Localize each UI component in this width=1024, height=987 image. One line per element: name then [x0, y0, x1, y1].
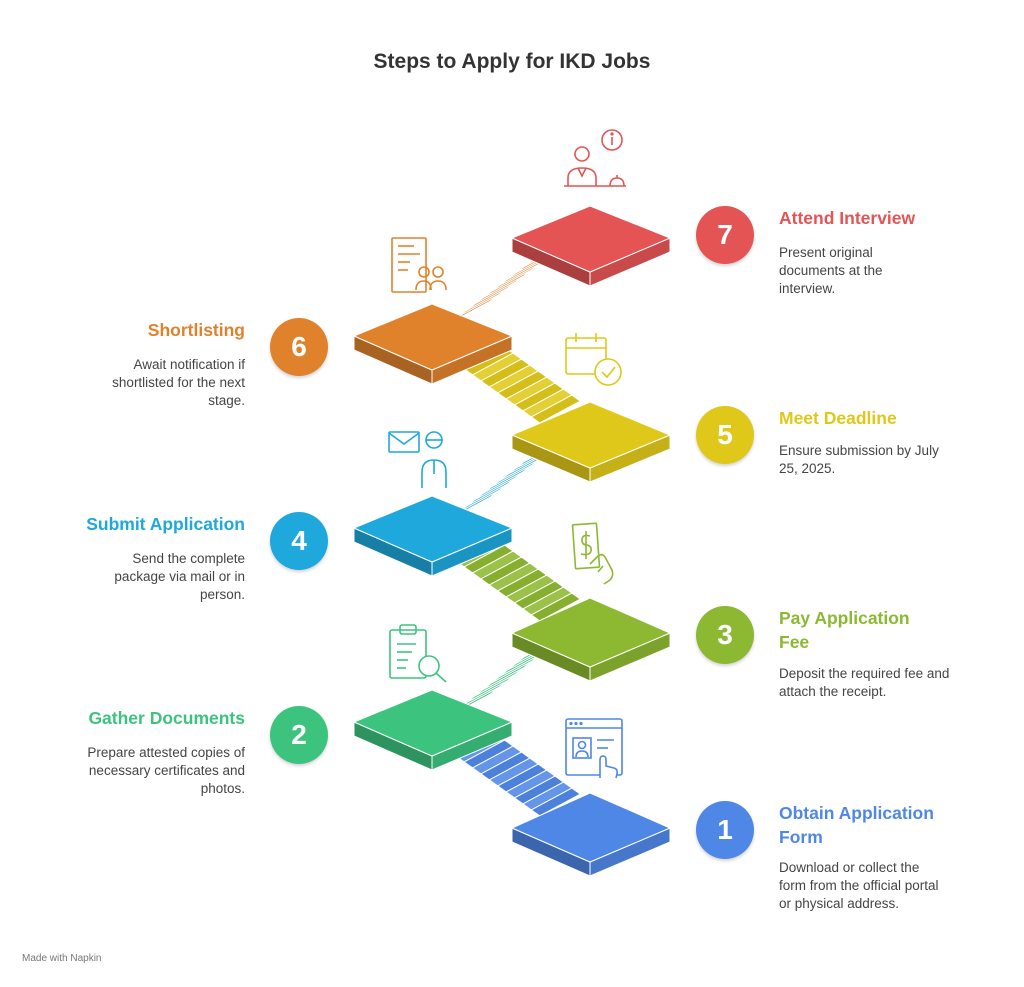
step-1-title: Obtain Application Form	[779, 803, 934, 847]
hand-money-icon	[571, 522, 614, 585]
step-4-badge: 4	[270, 512, 328, 570]
step-6-desc: Await notification if shortlisted for th…	[112, 357, 245, 408]
platform-7-top	[511, 205, 671, 273]
clipboard-search-icon	[389, 624, 447, 683]
step-7-desc: Present original documents at the interv…	[779, 245, 883, 296]
mail-person-icon	[388, 431, 447, 488]
browser-form-click-icon	[565, 718, 623, 779]
step-7-title: Attend Interview	[779, 208, 916, 228]
step-3-title: Pay Application Fee	[779, 608, 910, 652]
platform-4-top	[353, 495, 513, 563]
stairs-5-6-step-10	[530, 394, 581, 424]
step-4-desc: Send the complete package via mail or in…	[114, 551, 245, 602]
step-6-title: Shortlisting	[147, 320, 245, 340]
platform-6-top	[353, 303, 513, 371]
step-2-desc: Prepare attested copies of necessary cer…	[87, 745, 245, 796]
step-5-desc: Ensure submission by July 25, 2025.	[779, 443, 939, 476]
step-4-title: Submit Application	[86, 514, 245, 534]
page-title: Steps to Apply for IKD Jobs	[373, 50, 651, 73]
platform-2-top	[353, 689, 513, 757]
document-people-icon	[391, 237, 447, 293]
step-5-title: Meet Deadline	[779, 408, 897, 428]
platform-3-top	[511, 597, 671, 668]
stairs-1-2-step-10	[530, 787, 581, 817]
calendar-check-icon	[565, 333, 622, 386]
step-3-badge: 3	[696, 606, 754, 664]
step-6-badge: 6	[270, 318, 328, 376]
step-1-badge: 1	[696, 801, 754, 859]
stairs-3-4-step-10	[530, 592, 581, 622]
platform-5-top	[511, 401, 671, 469]
step-2-badge: 2	[270, 706, 328, 764]
step-7-badge: 7	[696, 206, 754, 264]
platform-1-top	[511, 792, 671, 863]
made-with-napkin-footer: Made with Napkin	[22, 953, 102, 964]
step-3-desc: Deposit the required fee and attach the …	[779, 666, 950, 699]
step-1-desc: Download or collect the form from the of…	[779, 860, 939, 911]
receptionist-info-icon	[564, 129, 626, 187]
step-5-badge: 5	[696, 406, 754, 464]
step-2-title: Gather Documents	[88, 708, 245, 728]
